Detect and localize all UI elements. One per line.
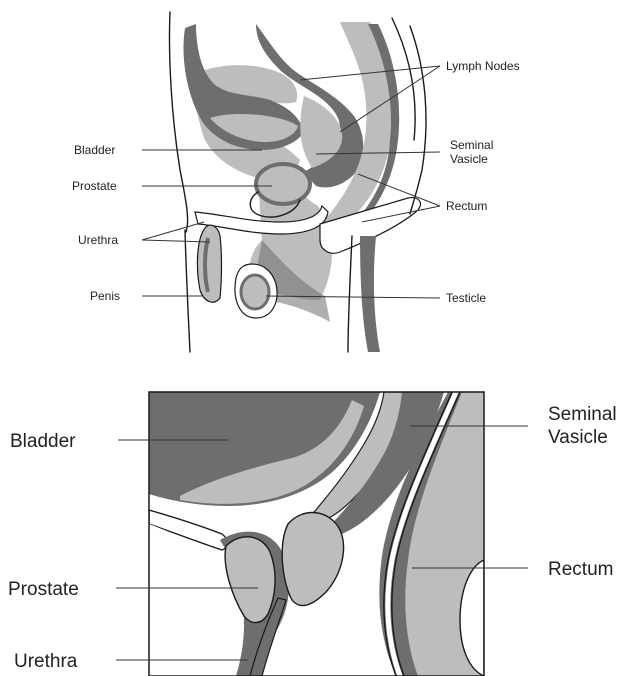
zoom-label-prostate: Prostate bbox=[8, 579, 79, 600]
zoom-label-bladder: Bladder bbox=[10, 431, 76, 452]
label-urethra: Urethra bbox=[78, 233, 118, 247]
body-outline-back bbox=[410, 26, 426, 214]
bottom-diagram: Bladder Seminal Vasicle Prostate Rectum … bbox=[8, 392, 617, 676]
label-seminal-vesicle-2: Vasicle bbox=[450, 152, 488, 166]
top-diagram: Lymph Nodes Bladder Seminal Vasicle Pros… bbox=[72, 12, 520, 352]
label-prostate: Prostate bbox=[72, 179, 117, 193]
leader-urethra-1 bbox=[142, 222, 204, 240]
label-rectum: Rectum bbox=[446, 199, 487, 213]
testicle-shape bbox=[241, 275, 269, 309]
label-testicle: Testicle bbox=[446, 291, 486, 305]
zoom-label-rectum: Rectum bbox=[548, 559, 613, 580]
label-seminal-vesicle-1: Seminal bbox=[450, 138, 493, 152]
thigh-outline-left bbox=[185, 230, 190, 352]
zoom-label-seminal-vesicle-2: Vasicle bbox=[548, 427, 608, 448]
label-lymph-nodes: Lymph Nodes bbox=[446, 59, 520, 73]
thigh-shade bbox=[360, 236, 380, 352]
label-penis: Penis bbox=[90, 289, 120, 303]
zoom-label-urethra: Urethra bbox=[14, 651, 78, 672]
label-bladder: Bladder bbox=[74, 143, 115, 157]
thigh-outline-right bbox=[348, 236, 352, 352]
zoom-label-seminal-vesicle-1: Seminal bbox=[548, 404, 617, 425]
